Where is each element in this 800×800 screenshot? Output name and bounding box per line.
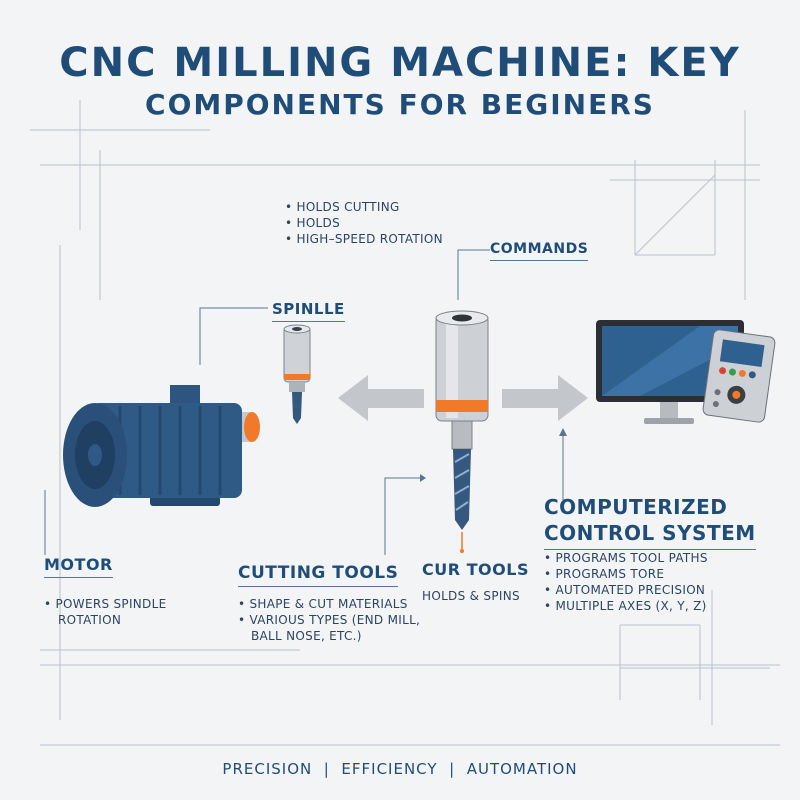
- control-panel-icon: [702, 329, 776, 423]
- cutting-tools-label: CUTTING TOOLS: [238, 563, 399, 587]
- list-item: • AUTOMATED PRECISION: [544, 583, 706, 597]
- footer-item-efficiency: EFFICIENCY: [341, 760, 438, 778]
- motor-label: MOTOR: [44, 555, 113, 578]
- list-item: • HOLDS CUTTING: [285, 200, 400, 214]
- blueprint-grid-lines: [30, 100, 780, 746]
- cur-tools-label: CUR TOOLS: [422, 560, 529, 579]
- list-item: • POWERS SPINDLE: [44, 597, 167, 611]
- list-item: BALL NOSE, ETC.): [251, 629, 362, 643]
- motor-icon: [63, 385, 260, 507]
- footer-item-automation: AUTOMATION: [466, 760, 578, 778]
- arrow-left-icon: [338, 375, 424, 421]
- footer-item-precision: PRECISION: [222, 760, 313, 778]
- page-subtitle: COMPONENTS FOR BEGINERS: [145, 88, 655, 121]
- page-title: CNC MILLING MACHINE: KEY: [59, 40, 741, 86]
- spindle-feature-list: • HOLDS CUTTING • HOLDS • HIGH–SPEED ROT…: [285, 199, 443, 247]
- control-system-feature-list: • PROGRAMS TOOL PATHS • PROGRAMS TORE • …: [544, 550, 708, 614]
- control-system-label-line2: CONTROL SYSTEM: [544, 521, 756, 545]
- list-item: • PROGRAMS TOOL PATHS: [544, 551, 708, 565]
- list-item: • HIGH–SPEED ROTATION: [285, 232, 443, 246]
- leader-arrowhead: [559, 428, 567, 436]
- spindle-icon: [435, 310, 489, 553]
- list-item: • VARIOUS TYPES (END MILL,: [238, 613, 421, 627]
- spindle-label: SPINLLE: [272, 300, 345, 322]
- list-item: • MULTIPLE AXES (X, Y, Z): [544, 599, 707, 613]
- small-spindle-icon: [283, 324, 311, 424]
- list-item: ROTATION: [58, 613, 122, 627]
- leader-arrowhead: [420, 474, 426, 482]
- list-item: • PROGRAMS TORE: [544, 567, 665, 581]
- list-item: • HOLDS: [285, 216, 341, 230]
- motor-feature-list: • POWERS SPINDLE ROTATION: [44, 596, 166, 628]
- cutting-tools-feature-list: • SHAPE & CUT MATERIALS • VARIOUS TYPES …: [238, 596, 420, 644]
- footer-separator: |: [449, 760, 456, 778]
- footer-separator: |: [323, 760, 330, 778]
- arrow-right-icon: [502, 375, 588, 421]
- control-system-label-line1: COMPUTERIZED: [544, 495, 728, 519]
- cur-tools-subtitle: HOLDS & SPINS: [422, 589, 520, 603]
- footer-tagline: PRECISION | EFFICIENCY | AUTOMATION: [0, 760, 800, 778]
- commands-label: COMMANDS: [490, 241, 589, 261]
- leader-lines: [44, 249, 564, 555]
- list-item: • SHAPE & CUT MATERIALS: [238, 597, 408, 611]
- control-system-label: COMPUTERIZED CONTROL SYSTEM: [544, 494, 756, 550]
